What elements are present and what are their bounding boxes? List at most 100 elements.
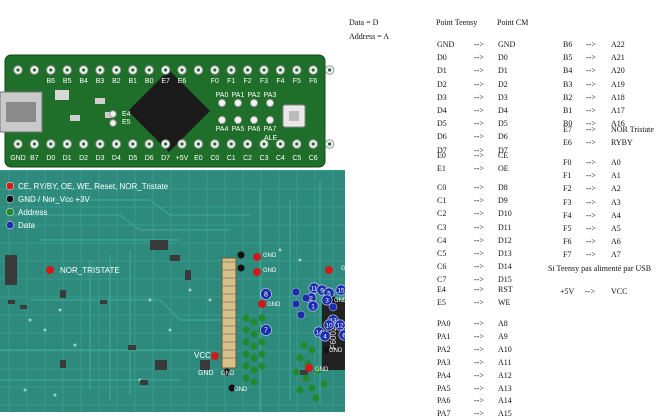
right-map-row-cm-pin: A21 [611,53,625,63]
left-map-row-teensy-pin: D1 [437,66,447,76]
left-map-row-teensy-pin: C0 [437,183,447,192]
left-map-row-teensy-pin: D2 [437,79,447,89]
right-map-row-teensy-pin: F1 [563,171,572,181]
data-pad [307,300,319,312]
left-map-row-teensy-pin: E5 [437,298,446,307]
right-map-row-arrow: --> [586,66,596,76]
right-map-row-arrow: --> [586,138,596,147]
pin-label-top: B0 [145,78,154,85]
right-map-row-cm-pin: A16 [611,119,625,129]
left-map-row-arrow: --> [474,66,484,76]
right-map-row-teensy-pin: B2 [563,92,573,102]
legend-swatch [5,207,15,217]
pin-label-bottom: C7 [325,155,334,162]
pin-label-side: ALE [264,135,278,142]
right-map-row-teensy-pin: B5 [563,53,573,63]
right-map-row-cm-pin: A19 [611,79,625,89]
left-map-row-arrow: --> [474,183,484,192]
left-map-row-cm-pin: D4 [498,106,508,115]
right-map-row-cm-pin: A2 [611,184,621,194]
data-pad [319,330,331,342]
left-map-row-teensy-pin: C4 [437,235,447,245]
left-map-row-teensy-pin: PA3 [437,357,451,367]
pin-label-pa: PA3 [264,92,277,99]
right-map-row-cm-pin: RYBY [611,138,633,147]
left-map-row-cm-pin: D5 [498,119,508,129]
col-header-cm: Point CM [497,18,529,27]
pin-label-pa: PA5 [232,126,245,133]
left-map-row-arrow: --> [474,40,484,49]
pin-label-pa: PA6 [248,126,261,133]
power-arrow: --> [585,287,595,296]
pin-label-top: B2 [112,78,121,85]
left-map-row-cm-pin: A8 [498,319,508,328]
left-map-row-arrow: --> [474,285,484,294]
right-map-row-teensy-pin: F2 [563,184,572,194]
right-map-row-teensy-pin: F5 [563,224,572,233]
legend-label: CE, RY/BY, OE, WE, Reset, NOR_Tristate [18,182,169,191]
left-map-row-teensy-pin: C3 [437,222,447,232]
pin-label-bottom: C1 [227,155,236,162]
pin-label-bottom: D0 [46,155,55,162]
left-map-row-teensy-pin: D6 [437,132,447,142]
right-map-row-arrow: --> [586,184,596,194]
left-map-row-arrow: --> [474,235,484,245]
pin-label-top: F4 [276,78,284,85]
left-map-row-teensy-pin: E4 [437,285,446,294]
right-map-row-cm-pin: A20 [611,66,625,76]
usb-note: Si Teensy pas alimenté par USB [548,264,652,273]
data-pad-number: 10 [325,323,333,330]
right-map-row-teensy-pin: E6 [563,138,572,147]
right-map-row-cm-pin: A1 [611,171,621,181]
left-map-row-cm-pin: A9 [498,331,508,341]
right-map-row-cm-pin: A18 [611,92,625,102]
data-pad-number: 7 [264,328,268,335]
gnd-label: GND [221,371,235,377]
left-map-row-cm-pin: A14 [498,396,512,406]
data-pad-number: 2 [309,296,313,303]
left-map-row-cm-pin: D2 [498,79,508,89]
left-map-row-arrow: --> [474,249,484,258]
pcb-vias [23,248,332,397]
ribbon-connector [221,257,237,369]
left-map-row-teensy-pin: C2 [437,209,447,219]
left-map-row-teensy-pin: D4 [437,106,447,115]
left-map-row-teensy-pin: PA6 [437,396,451,406]
left-map-row-arrow: --> [474,222,484,232]
nor-tristate-label: NOR_TRISTATE [60,266,120,275]
right-map-row-arrow: --> [586,53,596,63]
left-map-row-cm-pin: D7 [498,145,508,155]
gnd-label: GND [263,268,277,274]
right-map-row-teensy-pin: F7 [563,250,572,260]
right-map-row-cm-pin: A6 [611,237,621,247]
right-map-row-teensy-pin: E7 [563,125,572,134]
right-map-row-arrow: --> [586,197,596,207]
left-map-row-arrow: --> [474,53,484,63]
right-map-row-arrow: --> [586,158,596,167]
left-map-row-arrow: --> [474,79,484,89]
left-map-row-teensy-pin: D3 [437,92,447,102]
left-map-row-arrow: --> [474,409,484,419]
pin-label-pa: PA4 [216,126,229,133]
right-map-row-arrow: --> [586,171,596,181]
pin-label-bottom: C6 [309,155,318,162]
left-map-row-teensy-pin: E0 [437,151,446,160]
right-map-row-teensy-pin: F6 [563,237,572,247]
pin-label-pa: PA7 [264,126,277,133]
pin-label-bottom: C2 [243,155,252,162]
pin-label-pa: PA2 [248,92,261,99]
left-map-row-arrow: --> [474,298,484,307]
left-map-row-cm-pin: D8 [498,183,508,192]
right-map-row-cm-pin: A17 [611,106,625,115]
left-map-row-arrow: --> [474,370,484,380]
data-pad-number: 5 [327,291,331,298]
left-map-row-teensy-pin: C5 [437,249,447,258]
data-pad [334,319,345,331]
left-map-row-cm-pin: GND [498,40,516,49]
pin-label-top: B3 [96,78,105,85]
data-pad [260,324,272,336]
left-map-row-teensy-pin: PA1 [437,331,451,341]
left-map-row-cm-pin: A10 [498,344,512,354]
pin-label-bottom: D5 [128,155,137,162]
